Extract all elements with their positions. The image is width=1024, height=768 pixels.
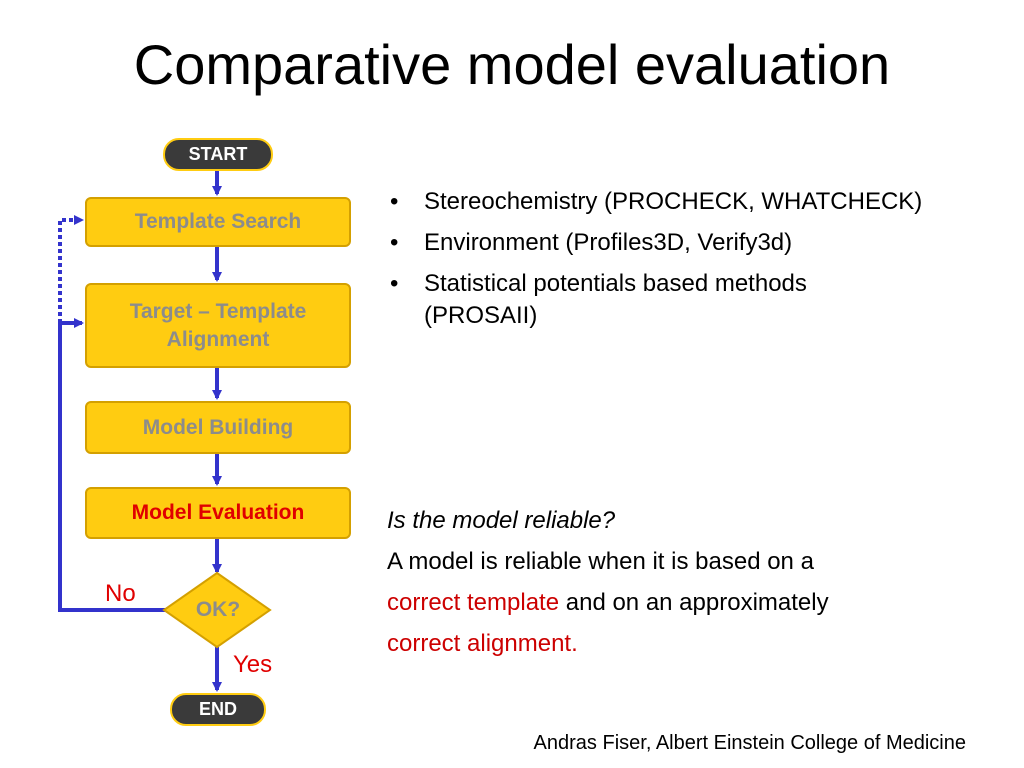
highlight-correct-template: correct template [387,589,560,616]
reliability-line-1: A model is reliable when it is based on … [387,548,814,575]
reliability-paragraph: Is the model reliable? A model is reliab… [387,500,987,664]
reliability-line-2: correct template and on an approximately [387,582,987,623]
arrow-no-loop-to-alignment [58,318,165,612]
footer-credit: Andras Fiser, Albert Einstein College of… [533,732,966,754]
step-model-building: Model Building [85,401,351,454]
list-item: •Environment (Profiles3D, Verify3d) [390,229,793,256]
page-title: Comparative model evaluation [133,33,891,96]
evaluation-methods-list: •Stereochemistry (PROCHECK, WHATCHECK) •… [386,186,926,341]
start-terminal: START [163,138,273,171]
list-item: •Stereochemistry (PROCHECK, WHATCHECK) [390,188,923,215]
reliability-middle-text: and on an approximately [559,589,829,616]
arrow-no-loop-to-template-search-dotted [58,215,84,323]
decision-label: OK? [195,598,241,621]
decision-diamond [162,571,272,649]
branch-no-label: No [105,580,136,607]
end-terminal: END [170,693,266,726]
branch-yes-label: Yes [233,651,273,678]
list-item: •Statistical potentials based methods (P… [390,270,807,329]
highlight-correct-alignment: correct alignment. [387,630,578,657]
reliability-question: Is the model reliable? [387,507,616,534]
step-target-template-alignment: Target – Template Alignment [85,283,351,368]
step-template-search: Template Search [85,197,351,247]
step-model-evaluation: Model Evaluation [85,487,351,539]
